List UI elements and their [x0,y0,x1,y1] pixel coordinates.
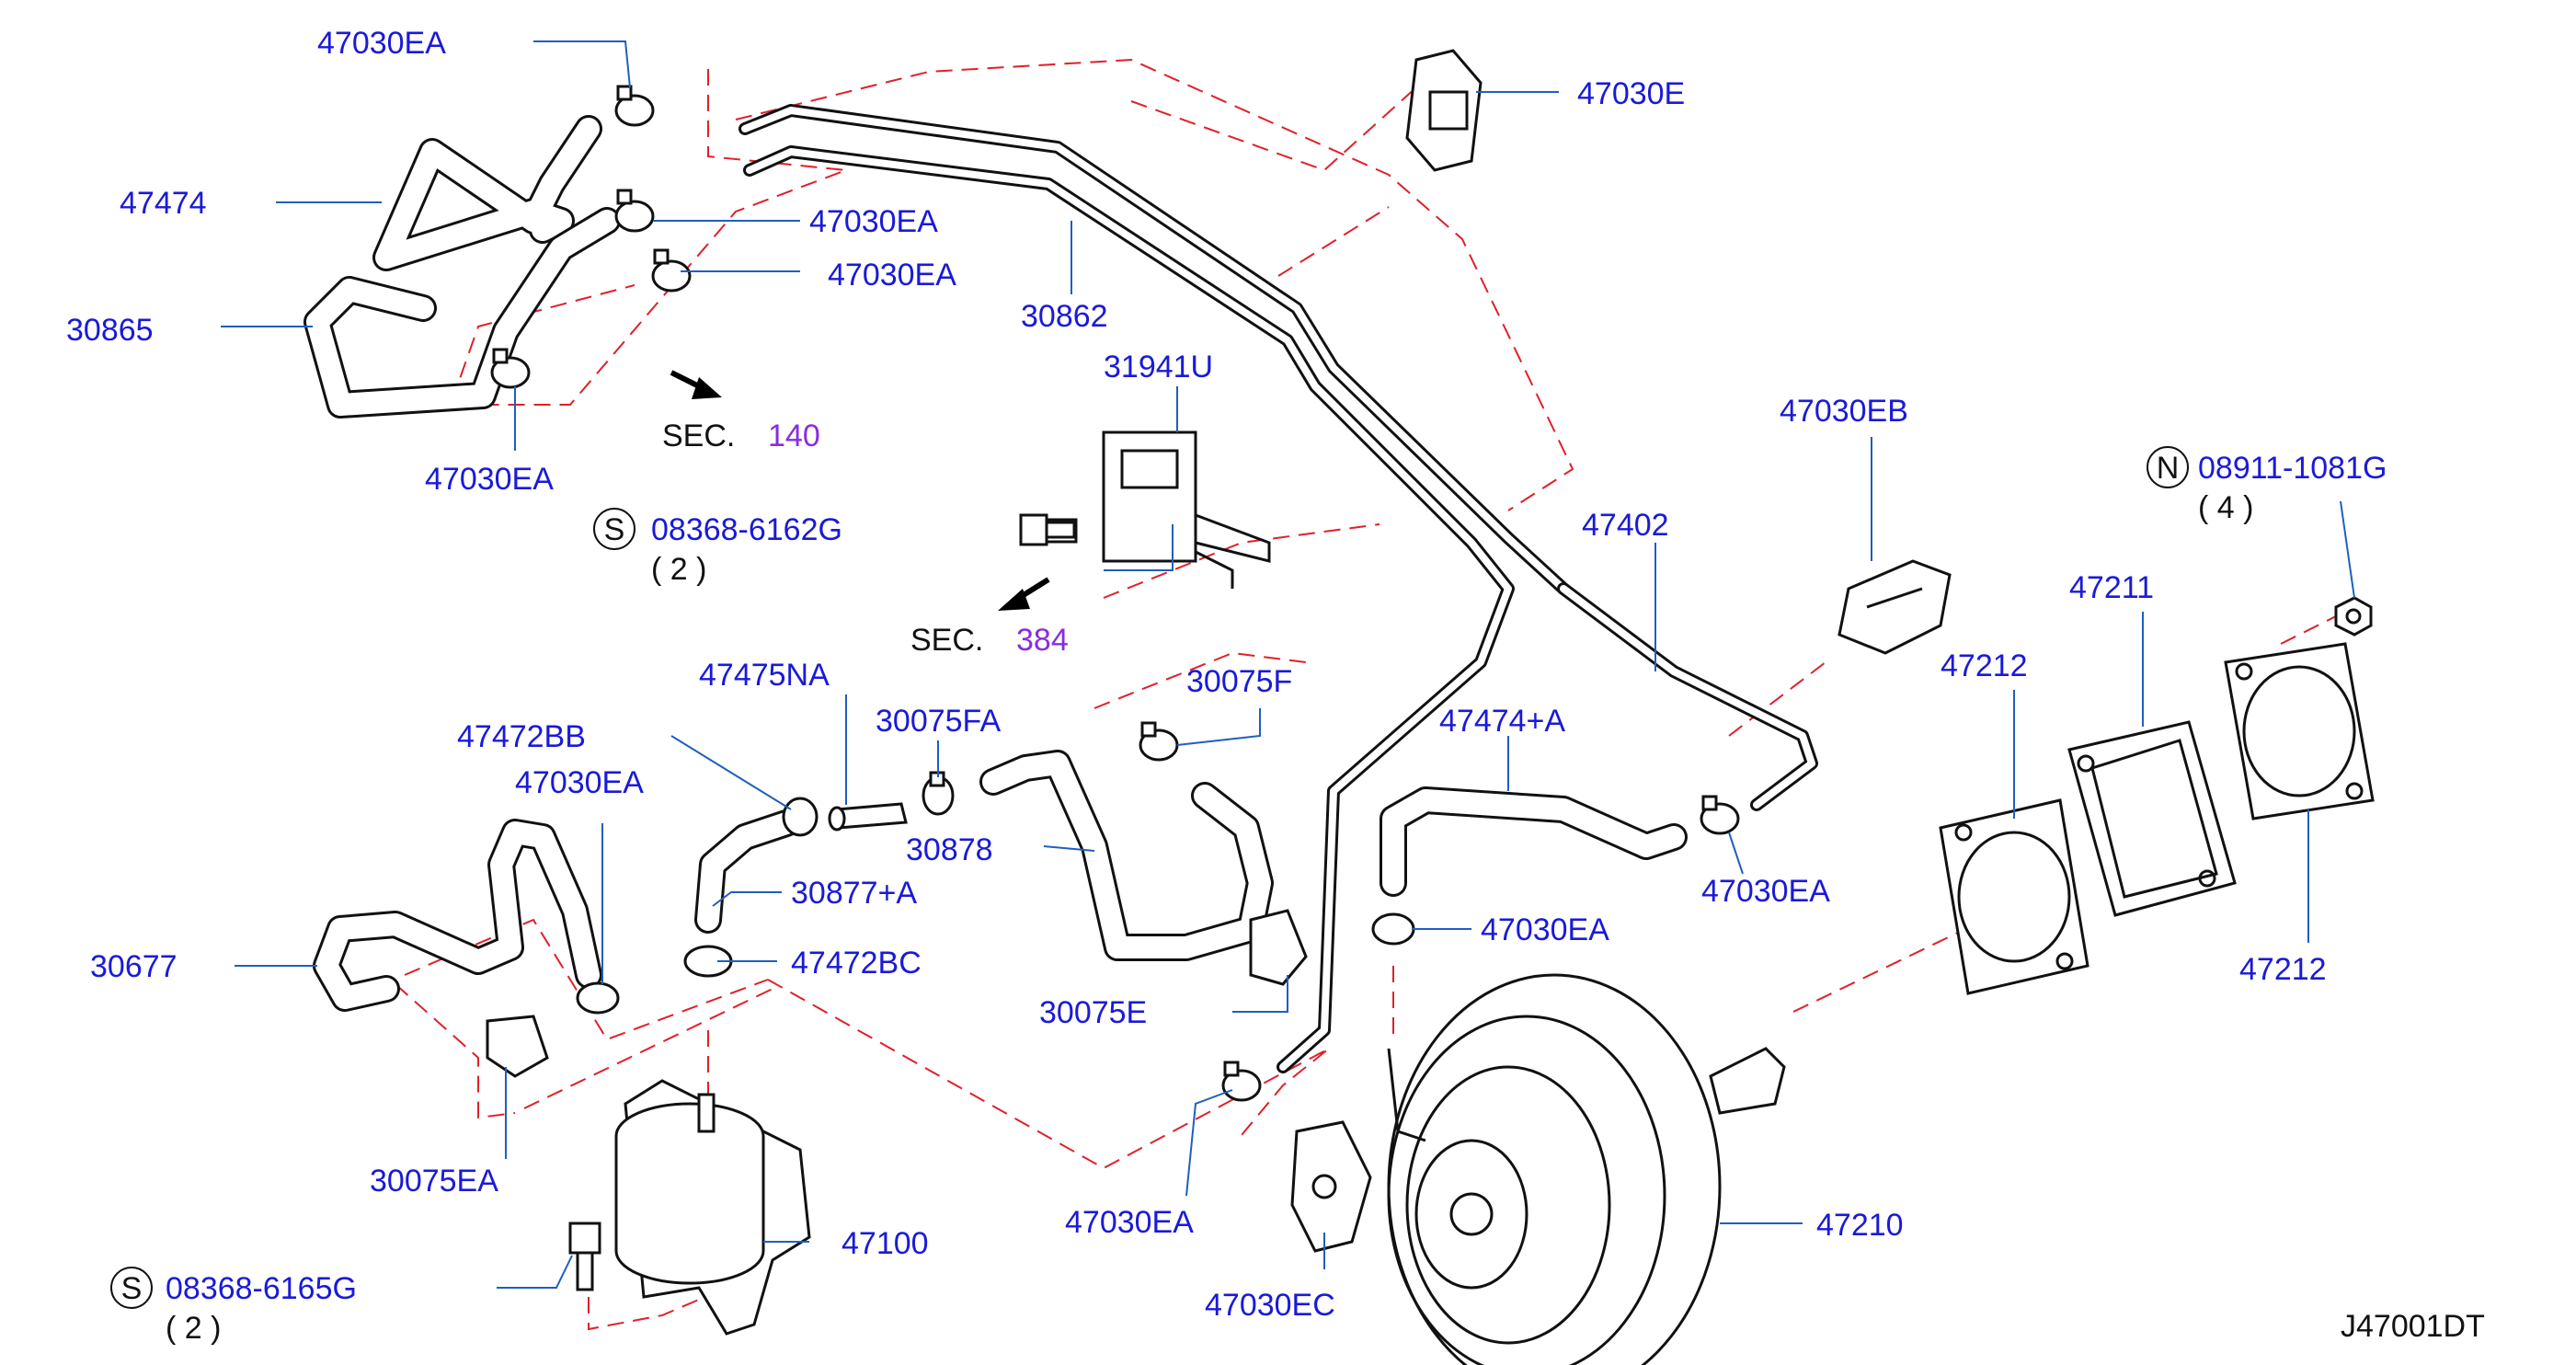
n-marker: N [2147,446,2189,488]
label-08911-1081g[interactable]: 08911-1081G [2198,451,2387,486]
hose-30677 [313,819,602,1012]
clamp-47030ea-2 [614,189,655,233]
sec-word: SEC. [910,623,983,658]
label-08368-6162g-qty: ( 2 ) [651,552,706,587]
label-08368-6162g[interactable]: 08368-6162G [651,512,842,547]
svg-text:S: S [121,1271,143,1306]
label-47030ea[interactable]: 47030EA [1065,1205,1194,1240]
label-47030ea[interactable]: 47030EA [515,765,644,800]
label-30878[interactable]: 30878 [906,832,993,867]
clamp-47030ea-6 [1371,912,1415,946]
label-47474a[interactable]: 47474+A [1439,704,1565,739]
label-47100[interactable]: 47100 [841,1226,929,1261]
clip-30075ea [486,1015,549,1078]
clamp-47030ea-1 [614,85,655,127]
label-30075f[interactable]: 30075F [1186,664,1292,699]
svg-text:S: S [604,512,625,547]
nut-08911-1081g [2334,596,2373,637]
svg-text:N: N [2157,451,2180,486]
brake-pipe-30862 [738,104,1570,1073]
label-30075fa[interactable]: 30075FA [876,704,1001,739]
label-08911-qty: ( 4 ) [2198,490,2253,525]
label-30075ea[interactable]: 30075EA [370,1164,498,1199]
vsv-valve-31941u [1028,430,1271,589]
label-30677[interactable]: 30677 [90,949,177,984]
hose-30865 [303,207,621,419]
sec-word: SEC. [662,419,735,453]
clamp-47030ea-4 [490,348,531,389]
hose-47474a [1380,786,1688,897]
label-08368-6165g-qty: ( 2 ) [166,1311,221,1346]
label-47474[interactable]: 47474 [120,186,207,221]
label-30862[interactable]: 30862 [1021,299,1108,334]
hose-30878 [979,750,1274,961]
label-08368-6165g[interactable]: 08368-6165G [166,1271,357,1306]
clip-47030e [1405,49,1483,172]
label-47030ea[interactable]: 47030EA [317,26,446,61]
clamp-30075f [1139,721,1179,762]
label-47472bb[interactable]: 47472BB [457,719,586,754]
spacer-47211 [2067,720,2237,917]
label-47030ea[interactable]: 47030EA [809,204,938,239]
clamp-47472bb [782,797,819,837]
bolt-08368-6162g [1019,513,1076,546]
section-ref-140[interactable]: SEC. 140 [662,419,820,453]
clip-47030eb [1838,559,1952,655]
label-31941u[interactable]: 31941U [1104,350,1213,384]
label-47030ea[interactable]: 47030EA [1481,912,1609,947]
clip-30075e [1249,909,1308,986]
clip-47030ec [1290,1120,1372,1253]
label-47030ec[interactable]: 47030EC [1205,1288,1335,1323]
label-47475na[interactable]: 47475NA [699,658,830,693]
s-marker-b: S [110,1267,153,1309]
gasket-47212-a [1939,798,2089,995]
s-marker-a: S [593,508,635,550]
sec-number-140[interactable]: 140 [768,419,820,453]
part-labels: 47030EA 47474 47030EA 47030EA 30865 4703… [66,26,2387,1346]
hose-clamps [490,85,1740,1102]
hose-30877 [694,809,800,934]
label-47212[interactable]: 47212 [1941,648,2028,683]
clamp-47030ea-7 [576,981,620,1015]
clamp-47030ea-5 [1700,795,1740,835]
brake-pipe-47402 [1557,582,1818,811]
label-30877a[interactable]: 30877+A [791,876,917,911]
section-ref-384[interactable]: SEC. 384 [910,623,1069,658]
bolt-08368-6165g [568,1222,601,1291]
connector-pipe-47475na [828,802,908,832]
label-47030ea[interactable]: 47030EA [1701,874,1830,909]
leader-lines [221,40,2355,1289]
drawing-id: J47001DT [2341,1309,2485,1344]
clamp-30075fa [922,771,955,816]
label-47211[interactable]: 47211 [2069,570,2154,605]
canister-47100 [614,1079,811,1336]
gasket-47212-b [2224,642,2375,820]
label-47212[interactable]: 47212 [2239,952,2327,987]
label-47472bc[interactable]: 47472BC [791,946,922,981]
sec-number-384[interactable]: 384 [1016,623,1069,658]
label-30865[interactable]: 30865 [66,313,154,348]
brake-booster-47210 [1387,973,1786,1365]
label-47402[interactable]: 47402 [1582,508,1669,543]
clamp-47030ea-8 [1221,1061,1262,1102]
label-30075e[interactable]: 30075E [1039,995,1147,1030]
label-47030e[interactable]: 47030E [1577,76,1685,111]
hose-47474 [372,115,602,271]
label-47030ea[interactable]: 47030EA [828,258,956,292]
section-arrows [670,370,1050,611]
label-47030eb[interactable]: 47030EB [1780,394,1908,429]
clamp-47030ea-3 [651,248,692,292]
label-47210[interactable]: 47210 [1816,1208,1904,1243]
label-47030ea[interactable]: 47030EA [425,462,554,497]
